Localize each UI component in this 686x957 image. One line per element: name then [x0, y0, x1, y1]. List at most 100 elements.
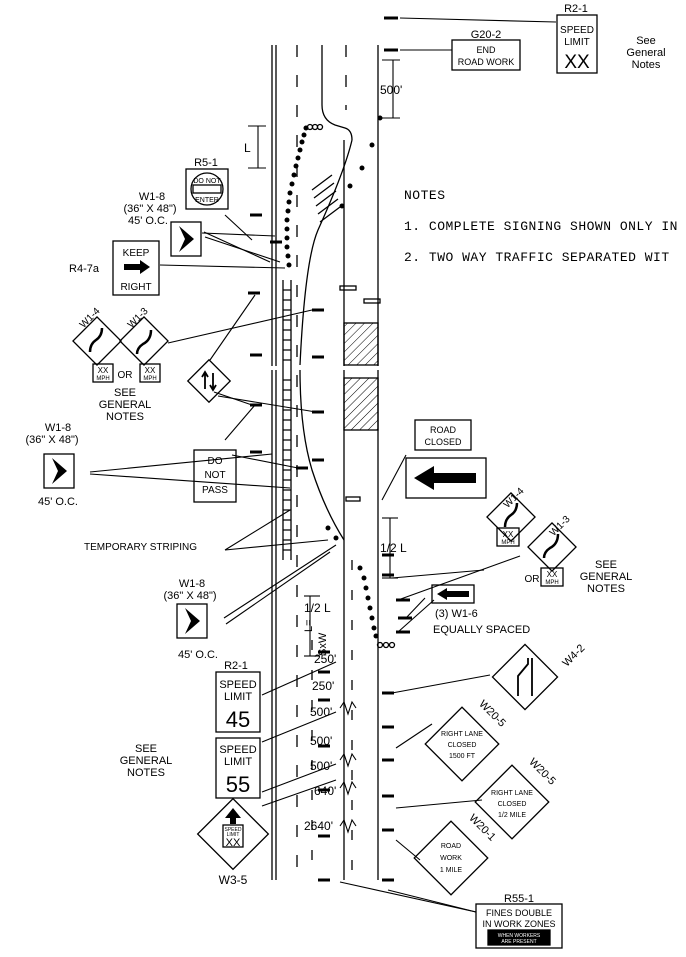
sign-line: ARE PRESENT	[501, 939, 536, 945]
sign-code: W1-8	[45, 422, 71, 434]
sign-w1-4-right: W1-4 XX MPH	[486, 486, 536, 547]
curve-icon	[135, 329, 153, 355]
sign-line: MPH	[143, 376, 156, 382]
channelizing-devices	[284, 115, 383, 639]
sign-line: ROAD	[441, 843, 461, 850]
sign-w1-4-top: W1-4	[72, 306, 122, 366]
dimension-label: 250'	[314, 652, 336, 666]
reverse-curve-icon	[88, 327, 104, 353]
sign-line: CLOSED	[424, 437, 462, 447]
sign-line: LIMIT	[224, 691, 252, 703]
sign-do-not-pass: DO NOT PASS	[193, 449, 237, 503]
see-general-notes-left2: SEE GENERAL NOTES	[120, 743, 173, 779]
see-general-notes-left1: SEE GENERAL NOTES	[99, 387, 152, 423]
sign-line: SPEED	[219, 679, 256, 691]
speed-value: 45	[226, 707, 250, 732]
dimension-label: 500'	[310, 705, 332, 719]
note-text: GENERAL	[99, 399, 152, 411]
reverse-curve-icon	[503, 502, 519, 528]
sign-r2-1-top: R2-1 SPEED LIMIT XX	[556, 3, 598, 74]
sign-w1-6: (3) W1-6 EQUALLY SPACED	[431, 584, 530, 636]
chevron-icon	[179, 226, 194, 252]
sign-w20-1: ROAD WORK 1 MILE W20-1	[413, 812, 498, 896]
sign-line: SPEED	[560, 25, 594, 36]
note-text: NOTES	[127, 767, 165, 779]
sign-w1-8-top: W1-8 (36" X 48") 45' O.C.	[123, 191, 202, 257]
note-2: 2. TWO WAY TRAFFIC SEPARATED WIT	[404, 250, 670, 265]
note-text: NOTES	[106, 411, 144, 423]
sign-code: W4-2	[560, 642, 587, 669]
sign-line: XX	[98, 366, 109, 375]
sign-w1-8-mid: W1-8 (36" X 48") 45' O.C.	[25, 422, 78, 508]
sign-line: EQUALLY SPACED	[433, 624, 530, 636]
sign-line: WHEN WORKERS	[498, 933, 541, 939]
sign-line: XX	[145, 366, 156, 375]
sign-code: W1-8	[179, 578, 205, 590]
sign-code: R55-1	[504, 893, 534, 905]
sign-code: W1-3	[126, 306, 151, 331]
sign-line: 1 MILE	[440, 867, 463, 874]
sign-r4-7a: R4-7a KEEP RIGHT	[69, 240, 160, 296]
note-1: 1. COMPLETE SIGNING SHOWN ONLY IN	[404, 219, 678, 234]
sign-r2-1-55: SPEED LIMIT 55	[215, 737, 261, 799]
sign-line: SPEED	[225, 827, 242, 833]
sign-size: (36" X 48")	[163, 590, 216, 602]
dimension-label: 1/2 L	[304, 601, 331, 615]
sign-line: MPH	[501, 540, 514, 546]
leader-lines	[89, 17, 557, 913]
sign-r2-1-45: R2-1 SPEED LIMIT 45	[215, 660, 261, 733]
sign-line: MPH	[96, 376, 109, 382]
temporary-striping-label: TEMPORARY STRIPING	[84, 542, 197, 553]
sign-two-way-traffic	[186, 358, 232, 404]
arrow-up-icon	[225, 808, 241, 824]
see-general-notes-top: See General Notes	[626, 35, 665, 71]
dimension-label: 500'	[380, 83, 402, 97]
dimension-label: 500'	[310, 759, 332, 773]
sign-w20-5-a: RIGHT LANE CLOSED 1500 FT W20-5	[424, 698, 508, 782]
notes-title: NOTES	[404, 188, 446, 203]
arrow-left-icon	[414, 466, 476, 490]
sign-line: XX	[226, 837, 241, 849]
dimension-label: 500'	[310, 734, 332, 748]
sign-line: SPEED	[219, 744, 256, 756]
sign-w1-3-right: W1-3 OR XX MPH	[525, 514, 577, 587]
dimension-label: L=	[303, 619, 315, 632]
roadway	[262, 45, 392, 880]
lane-ends-icon	[517, 658, 533, 696]
note-text: General	[626, 47, 665, 59]
sign-xx-mph-top: XX MPH OR XX MPH	[92, 363, 161, 383]
or-text: OR	[525, 574, 540, 585]
arrow-right-icon	[124, 260, 150, 274]
sign-r5-1: R5-1 DO NOT ENTER	[185, 157, 229, 210]
sign-line: ROAD	[430, 425, 457, 435]
sign-line: XX	[564, 52, 590, 73]
curve-icon	[542, 533, 560, 559]
sign-w3-5: SPEED LIMIT XX W3-5	[196, 797, 270, 887]
sign-line: (3) W1-6	[435, 608, 478, 620]
sign-code: R5-1	[194, 157, 218, 169]
sign-w4-2: W4-2	[491, 642, 587, 711]
sign-line: ROAD WORK	[458, 57, 515, 67]
note-text: SEE	[595, 559, 617, 571]
sign-line: NOT	[204, 470, 225, 481]
note-text: SEE	[135, 743, 157, 755]
dimension-label: L	[244, 141, 251, 155]
note-text: SEE	[114, 387, 136, 399]
dimension-markers	[248, 59, 400, 834]
sign-line: XX	[503, 530, 514, 539]
note-text: GENERAL	[120, 755, 173, 767]
two-way-arrows-icon	[201, 370, 217, 392]
sign-line: CLOSED	[498, 801, 527, 808]
sign-line: LIMIT	[224, 756, 252, 768]
sign-line: DO NOT	[193, 178, 221, 185]
dimension-label: 1/2 L	[380, 541, 407, 555]
sign-line: DO	[208, 456, 223, 467]
arrow-board	[405, 457, 487, 499]
or-text: OR	[118, 370, 133, 381]
sign-code: W1-3	[548, 514, 573, 539]
note-text: Notes	[632, 59, 661, 71]
sign-line: RIGHT LANE	[441, 731, 483, 738]
dimension-label: 250'	[312, 679, 334, 693]
sign-code: W1-4	[502, 486, 527, 511]
barrier-blocks	[339, 285, 381, 502]
